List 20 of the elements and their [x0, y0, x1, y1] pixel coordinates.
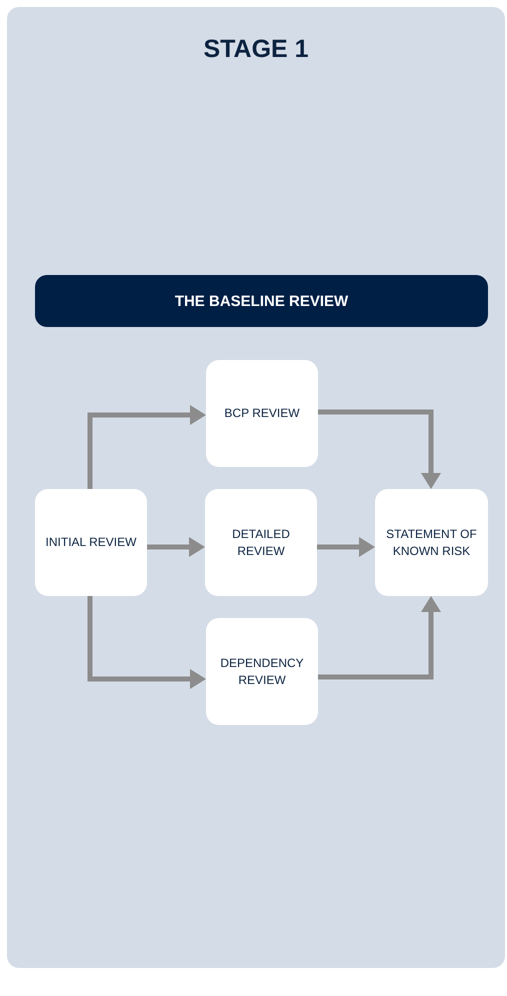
- arrow: [147, 537, 205, 557]
- process-box: [205, 489, 317, 596]
- node-label: BCP REVIEW: [224, 405, 300, 422]
- stage-panel: [7, 7, 505, 968]
- stage-title: STAGE 1: [203, 35, 309, 64]
- arrow: [318, 596, 441, 680]
- arrow: [88, 405, 206, 489]
- node-label: DEPENDENCY REVIEW: [219, 655, 305, 688]
- arrow: [317, 537, 375, 557]
- arrow: [318, 410, 441, 489]
- process-box: [206, 360, 318, 467]
- arrow: [88, 596, 206, 689]
- process-box: [206, 618, 318, 725]
- banner-bar: [35, 275, 488, 327]
- process-box: [375, 489, 488, 596]
- node-label: DETAILED REVIEW: [231, 526, 291, 559]
- banner-title: THE BASELINE REVIEW: [174, 292, 348, 310]
- node-label: STATEMENT OF KNOWN RISK: [385, 526, 478, 559]
- node-label: INITIAL REVIEW: [46, 534, 136, 551]
- process-box: [35, 489, 147, 596]
